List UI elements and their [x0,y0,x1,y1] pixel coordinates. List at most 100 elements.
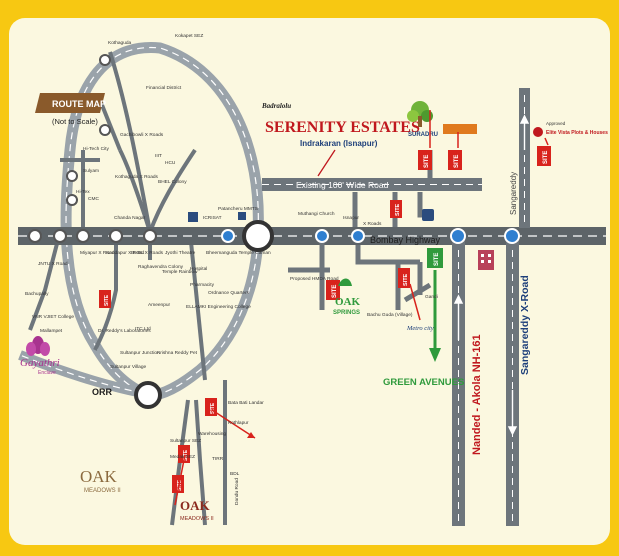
legend-subtitle: (Not to Scale) [52,117,98,126]
sangareddy-upper-label: Sangareddy [509,172,518,215]
svg-text:SITE: SITE [543,151,549,164]
place-label: Ordnance Quarters [208,290,250,296]
sangareddy-label: Sangareddy X-Road [519,275,531,375]
place-label: BHEL Colony [158,179,187,185]
svg-text:SITE: SITE [454,155,460,168]
legend-title: ROUTE MAP [52,99,106,109]
site-badge: SITE [178,445,190,463]
suradru-label: SURADRU [408,132,438,138]
place-label: Gachibowli X Roads [120,132,164,138]
place-label: Medak SEZ [170,454,195,460]
place-label: VNR VJIET College [32,314,74,320]
green-avenues-label: GREEN AVENUES [383,377,464,388]
place-label: Muthangi Church [298,211,335,217]
place-label: ICRISAT [203,215,222,221]
oak-meadows-2-label: OAK [80,467,118,486]
svg-text:SITE: SITE [424,155,430,168]
place-label: BDL [230,471,240,477]
oak-meadows-2-sub: MEADOWS II [84,488,121,494]
map-pin-box [422,209,434,221]
route-map-legend: ROUTE MAP (Not to Scale) [35,93,106,126]
gayathri-sub: Enclave [38,370,56,376]
place-label: Dandu Road [234,478,240,505]
gayathri-logo: Gayathri Enclave [20,336,60,376]
place-label: Raghavendra Colony [138,264,184,270]
svg-text:SITE: SITE [104,294,110,306]
place-label: Bachu Guda (Village) [367,312,413,318]
svg-text:SITE: SITE [183,449,189,461]
place-label: ELLAMKI Engineering College [186,304,251,310]
site-badge: SITE [418,150,432,170]
project-pre: Badralolu [261,102,291,110]
place-label: Chanda Nagar [114,215,146,221]
place-label: Kokapet SEZ [175,33,203,39]
place-label: Dr. Reddy's Laboratories [98,328,151,334]
oak-springs-logo: OAK SPRINGS [333,278,361,316]
place-label: Kondapur X Road [106,250,144,256]
place-label: Hospital [190,266,207,272]
svg-text:SITE: SITE [434,253,440,266]
wide-road-label: Existing 100' Wide Road [296,180,389,190]
svg-text:SITE: SITE [395,203,401,216]
route-map: Existing 100' Wide Road Bombay Highway S… [18,33,608,526]
hitech-marker [188,212,198,222]
bank-marker [238,212,246,220]
bombay-highway-label: Bombay Highway [370,235,441,245]
site-badge: SITE [398,268,410,288]
internal-roads [28,51,227,526]
place-label: TIRR [212,456,224,462]
place-label: Warehousing [198,431,226,437]
project-name: SERENITY ESTATES [265,119,420,136]
place-label: Patancheru MMTS [218,206,258,212]
site-badge: SITE [390,200,402,218]
place-label: BHEL X Roads [131,250,164,256]
oak-springs-sub: SPRINGS [333,310,360,316]
nature-badge [443,124,477,134]
place-label: Isnapur [343,215,359,221]
site-badge: SITE [537,146,551,166]
site-badge: SITE [427,248,443,268]
place-label: Proposed HMDA Road [290,276,339,282]
svg-text:SITE: SITE [210,402,216,414]
place-labels: Kokapet SEZ Financial District Gachibowl… [25,33,438,505]
place-label: Miyapur X Road [80,250,115,256]
gayathri-label: Gayathri [20,357,60,369]
sangareddy-road [506,236,519,526]
svg-text:SITE: SITE [403,273,409,286]
metro-label: Metro city [406,325,434,332]
place-label: Kothaguda [108,40,132,46]
place-label: Financial District [146,85,182,91]
map-card: Existing 100' Wide Road Bombay Highway S… [9,18,610,545]
place-label: Ameenpur [148,302,171,308]
place-label: Jyothi Theatre [165,250,196,256]
place-label: Krishna Reddy Pet [157,350,198,356]
road-direction-arrows [453,114,530,436]
elite-name: Elite Vista Plots & Houses [546,130,608,136]
place-label: Kothlapur [228,420,249,426]
junction-markers [28,54,520,409]
oak-meadows-1-sub: MEADOWS II [180,516,214,522]
site-badge: SITE [448,150,462,170]
svg-text:SITE: SITE [177,479,183,491]
site-badge: SITE [172,475,184,493]
oak-meadows-1-logo: OAK MEADOWS II [180,498,214,522]
place-label: Bachupally [25,291,49,297]
place-label: CMC [88,196,99,202]
green-avenues-arrow [429,270,441,362]
svg-text:SITE: SITE [332,285,338,298]
building-icon [478,250,494,270]
pointer-arrows [174,110,549,506]
elite-vista-logo: Approved Elite Vista Plots & Houses [533,121,608,137]
place-label: Mallampet [40,328,63,334]
place-label: IIIT [155,153,162,159]
place-label: Sultanpur SEZ [170,438,201,444]
orr-label: ORR [92,387,113,397]
oak-meadows-2-logo: OAK MEADOWS II [80,467,121,494]
place-label: X Roads [363,221,382,227]
place-label: JNTU X Road [38,261,68,267]
place-label: Kothaguda X Roads [115,174,159,180]
place-label: ITC Ltd [135,326,151,332]
place-label: Hi-Tech City [83,146,109,152]
place-label: Temple Rainbow [162,269,198,275]
